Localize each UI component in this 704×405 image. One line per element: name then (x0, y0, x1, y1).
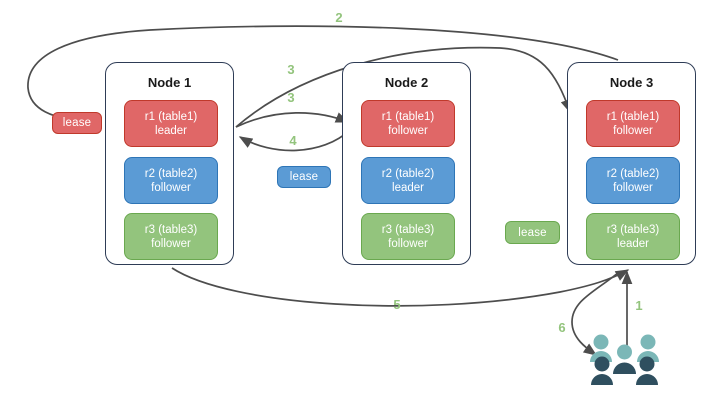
step-label-3-lower: 3 (287, 90, 295, 105)
replica-box-node2-r2[interactable]: r2 (table2) leader (361, 157, 455, 204)
node-container-2: Node 2 r1 (table1) follower r2 (table2) … (342, 62, 471, 265)
replica-box-node3-r2[interactable]: r2 (table2) follower (586, 157, 680, 204)
users-group-icon (590, 334, 659, 385)
replica-role: follower (151, 181, 191, 194)
step-label-6: 6 (558, 320, 566, 335)
step-label-5: 5 (393, 297, 401, 312)
replica-name: r3 (table3) (606, 223, 660, 236)
replica-name: r1 (table1) (606, 110, 660, 123)
node-title-1: Node 1 (147, 75, 192, 90)
lease-label: lease (289, 171, 319, 183)
replica-box-node3-r3[interactable]: r3 (table3) leader (586, 213, 680, 260)
replica-role: leader (155, 124, 187, 137)
replica-name: r3 (table3) (381, 223, 435, 236)
replica-name: r1 (table1) (381, 110, 435, 123)
replica-role: follower (613, 124, 653, 137)
replica-name: r3 (table3) (144, 223, 198, 236)
replica-box-node2-r1[interactable]: r1 (table1) follower (361, 100, 455, 147)
arrow-step-3-to-node2 (235, 112, 350, 128)
replica-name: r2 (table2) (144, 167, 198, 180)
step-label-3-upper: 3 (287, 62, 295, 77)
step-label-2: 2 (335, 10, 343, 25)
node-container-3: Node 3 r1 (table1) follower r2 (table2) … (567, 62, 696, 265)
step-label-1: 1 (635, 298, 643, 313)
lease-badge-blue[interactable]: lease (277, 166, 331, 188)
lease-badge-red[interactable]: lease (52, 112, 102, 134)
replica-name: r1 (table1) (144, 110, 198, 123)
replica-name: r2 (table2) (381, 167, 435, 180)
replica-box-node1-r2[interactable]: r2 (table2) follower (124, 157, 218, 204)
replica-role: follower (613, 181, 653, 194)
replica-name: r2 (table2) (606, 167, 660, 180)
lease-label: lease (518, 226, 547, 239)
replica-role: follower (151, 237, 191, 250)
step-label-4: 4 (289, 133, 297, 148)
replica-role: follower (388, 237, 428, 250)
replica-box-node1-r1[interactable]: r1 (table1) leader (124, 100, 218, 147)
replica-role: leader (617, 237, 649, 250)
replica-box-node1-r3[interactable]: r3 (table3) follower (124, 213, 218, 260)
node-title-2: Node 2 (384, 75, 429, 90)
replica-box-node2-r3[interactable]: r3 (table3) follower (361, 213, 455, 260)
lease-badge-green[interactable]: lease (505, 221, 560, 244)
replica-role: follower (388, 124, 428, 137)
replica-box-node3-r1[interactable]: r1 (table1) follower (586, 100, 680, 147)
lease-label: lease (62, 117, 92, 129)
node-title-3: Node 3 (609, 75, 654, 90)
replica-role: leader (392, 181, 424, 194)
node-container-1: Node 1 r1 (table1) leader r2 (table2) fo… (105, 62, 234, 265)
